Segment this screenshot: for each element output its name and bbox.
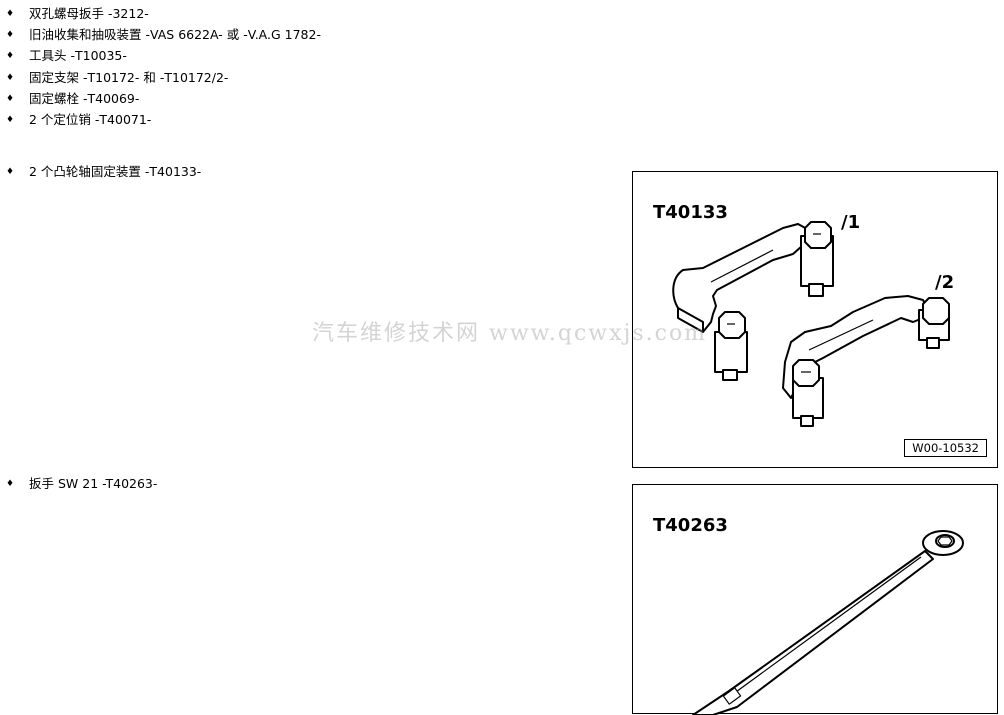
figure-title: T40133 <box>653 202 728 223</box>
bullet-icon: ♦ <box>6 30 15 40</box>
list-item-text: 扳手 SW 21 -T40263- <box>29 476 158 491</box>
list-item: ♦ 2 个定位销 -T40071- <box>6 112 151 129</box>
list-item: ♦ 固定螺栓 -T40069- <box>6 91 139 108</box>
camshaft-holder-illustration <box>672 221 950 427</box>
list-item-text: 2 个定位销 -T40071- <box>29 112 152 127</box>
list-item-text: 双孔螺母扳手 -3212- <box>29 6 149 21</box>
wrench-illustration <box>692 530 964 715</box>
list-item-text: 固定支架 -T10172- 和 -T10172/2- <box>29 70 229 85</box>
list-item: ♦ 双孔螺母扳手 -3212- <box>6 6 149 23</box>
list-item: ♦ 工具头 -T10035- <box>6 48 127 65</box>
callout-2: /2 <box>935 272 955 293</box>
bullet-icon: ♦ <box>6 94 15 104</box>
bullet-icon: ♦ <box>6 167 15 177</box>
list-item-text: 工具头 -T10035- <box>29 48 127 63</box>
list-item-text: 固定螺栓 -T40069- <box>29 91 140 106</box>
bullet-icon: ♦ <box>6 115 15 125</box>
list-item: ♦ 2 个凸轮轴固定装置 -T40133- <box>6 164 201 181</box>
list-item-text: 旧油收集和抽吸装置 -VAS 6622A- 或 -V.A.G 1782- <box>29 27 321 42</box>
bullet-icon: ♦ <box>6 73 15 83</box>
figure-camshaft-holder: T40133 /1 /2 W00-10532 <box>632 171 998 468</box>
callout-1: /1 <box>841 212 861 233</box>
watermark: 汽车维修技术网 www.qcwxjs.com <box>312 321 708 346</box>
list-item: ♦ 旧油收集和抽吸装置 -VAS 6622A- 或 -V.A.G 1782- <box>6 27 321 44</box>
list-item: ♦ 固定支架 -T10172- 和 -T10172/2- <box>6 70 228 87</box>
bullet-icon: ♦ <box>6 51 15 61</box>
figure-code: W00-10532 <box>904 439 987 457</box>
figure-wrench: T40263 <box>632 484 998 715</box>
figure-title: T40263 <box>653 515 728 536</box>
list-item-text: 2 个凸轮轴固定装置 -T40133- <box>29 164 202 179</box>
bullet-icon: ♦ <box>6 9 15 19</box>
bullet-icon: ♦ <box>6 479 15 489</box>
list-item: ♦ 扳手 SW 21 -T40263- <box>6 476 157 493</box>
